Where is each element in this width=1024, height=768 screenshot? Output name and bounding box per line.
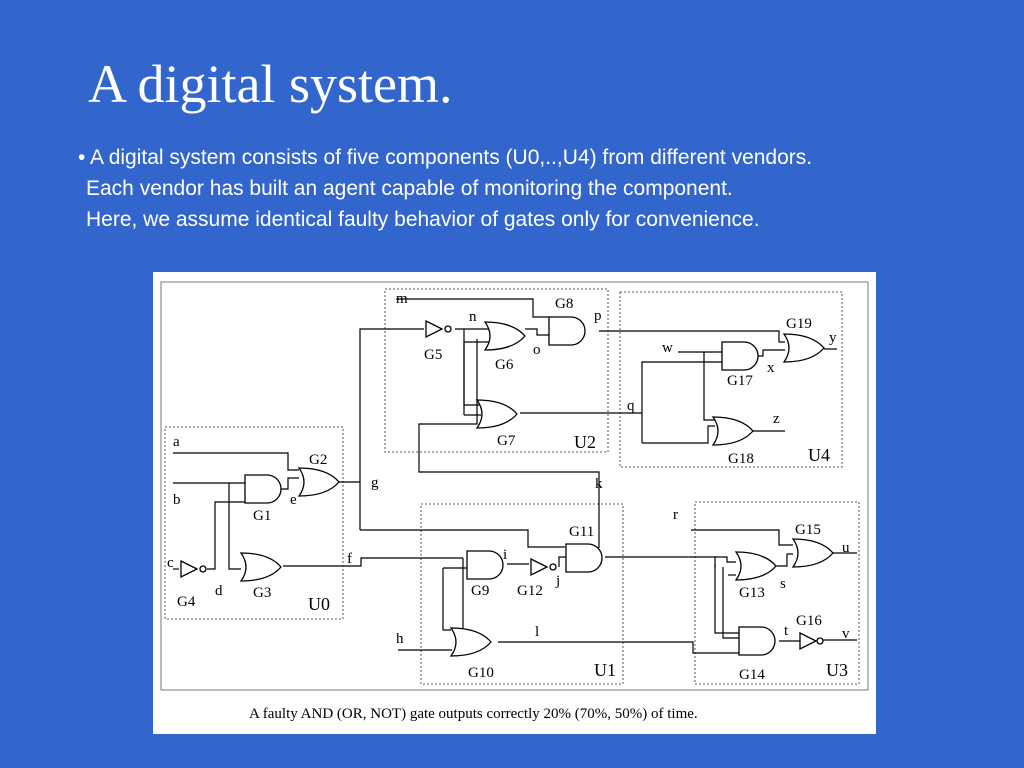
label-g10: G10	[468, 665, 494, 681]
gate-g8-and	[548, 316, 586, 346]
signal-d: d	[215, 583, 223, 599]
signal-w: w	[662, 340, 673, 356]
label-g15: G15	[795, 522, 821, 538]
label-g9: G9	[471, 583, 489, 599]
signal-e: e	[290, 492, 297, 508]
signal-i: i	[503, 547, 507, 563]
signal-v: v	[842, 626, 850, 642]
signal-b: b	[173, 492, 181, 508]
gate-g19-or	[783, 333, 825, 363]
label-g12: G12	[517, 583, 543, 599]
slide-title: A digital system.	[88, 54, 453, 114]
label-g5: G5	[424, 347, 442, 363]
signal-labels: a b c d e f g h i j k l m n o p q r s t …	[167, 291, 850, 647]
gate-g5-bubble	[444, 325, 452, 333]
bullet-line-2: Each vendor has built an agent capable o…	[86, 177, 733, 200]
signal-p: p	[594, 308, 602, 324]
label-g18: G18	[728, 451, 754, 467]
label-g17: G17	[727, 373, 753, 389]
bullet-line-3: Here, we assume identical faulty behavio…	[86, 208, 760, 231]
label-g4: G4	[177, 594, 196, 610]
gate-g9-and	[466, 550, 504, 580]
circuit-svg: a b c d e f g h i j k l m n o p q r s t …	[160, 281, 869, 722]
signal-z: z	[773, 411, 780, 427]
label-u1: U1	[594, 660, 616, 680]
gate-g12-not	[530, 558, 548, 576]
bullet-text: • A digital system consists of five comp…	[78, 142, 958, 235]
gate-g4-bubble	[199, 565, 207, 573]
component-box-u0	[164, 426, 344, 620]
signal-h: h	[396, 631, 404, 647]
gate-g16-bubble	[816, 637, 824, 645]
label-g16: G16	[796, 613, 822, 629]
label-u3: U3	[826, 660, 848, 680]
gate-g4-not	[180, 560, 198, 578]
signal-k: k	[595, 476, 603, 492]
label-g6: G6	[495, 357, 514, 373]
signal-s: s	[780, 576, 786, 592]
component-box-u3	[694, 501, 860, 685]
signal-r: r	[673, 507, 678, 523]
gate-g7-or	[476, 399, 518, 429]
gate-g5-not	[425, 320, 443, 338]
signal-n: n	[469, 309, 477, 325]
signal-q: q	[627, 398, 635, 414]
signal-l: l	[535, 624, 539, 640]
gate-g17-and	[721, 341, 759, 371]
label-g8: G8	[555, 296, 573, 312]
bullet-1: • A digital system consists of five comp…	[78, 146, 813, 169]
signal-o: o	[533, 342, 541, 358]
label-g13: G13	[739, 585, 765, 601]
label-u4: U4	[808, 445, 830, 465]
label-g19: G19	[786, 316, 812, 332]
unit-labels: U0 U1 U2 U3 U4	[308, 432, 848, 680]
label-g2: G2	[309, 452, 327, 468]
gate-g12-bubble	[549, 563, 557, 571]
signal-t: t	[784, 623, 789, 639]
label-g3: G3	[253, 585, 271, 601]
label-g1: G1	[253, 508, 271, 524]
gate-g10-or	[450, 627, 492, 657]
gate-g18-or	[712, 416, 754, 446]
gate-g14-and	[738, 626, 776, 656]
label-g7: G7	[497, 433, 516, 449]
component-box-u2	[384, 288, 609, 453]
signal-y: y	[829, 330, 837, 346]
gate-g6-or	[484, 321, 526, 351]
signal-c: c	[167, 555, 174, 571]
label-g14: G14	[739, 667, 765, 683]
gate-g2-or	[298, 467, 340, 497]
gate-g11-and	[565, 543, 603, 573]
component-box-u4	[619, 291, 843, 468]
gate-g15-or	[792, 538, 834, 568]
gate-g16-not	[799, 632, 817, 650]
gate-g1-and	[244, 474, 282, 504]
circuit-diagram: a b c d e f g h i j k l m n o p q r s t …	[153, 272, 876, 734]
component-box-u1	[420, 503, 624, 685]
gate-g3-or	[240, 552, 282, 582]
signal-u: u	[842, 540, 850, 556]
diagram-frame	[160, 281, 869, 691]
gate-labels: G1 G2 G3 G4 G5 G6 G7 G8 G9 G10 G11 G12 G…	[177, 296, 822, 683]
diagram-caption: A faulty AND (OR, NOT) gate outputs corr…	[249, 706, 698, 722]
signal-f: f	[347, 551, 352, 567]
label-u0: U0	[308, 594, 330, 614]
label-u2: U2	[574, 432, 596, 452]
signal-a: a	[173, 434, 180, 450]
gates	[180, 316, 834, 657]
gate-g13-or	[735, 551, 777, 581]
signal-x: x	[767, 360, 775, 376]
signal-j: j	[555, 573, 560, 589]
label-g11: G11	[569, 524, 594, 540]
wires	[173, 298, 857, 654]
signal-g: g	[371, 475, 379, 491]
signal-m: m	[396, 291, 408, 307]
